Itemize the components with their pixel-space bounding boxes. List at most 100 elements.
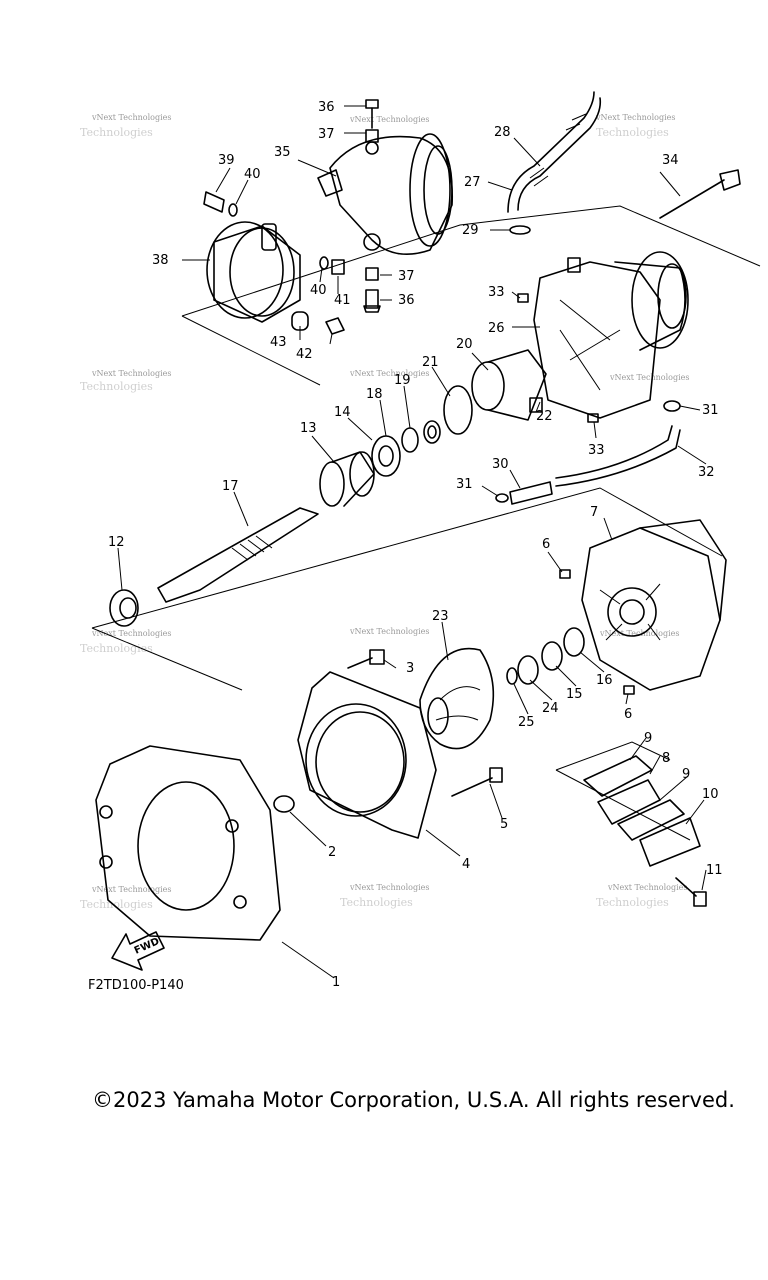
watermarks: vNext Technologies Technologies vNext Te… (80, 113, 689, 911)
callout-22: 22 (536, 409, 553, 424)
callout-17: 17 (222, 479, 239, 494)
callout-37b: 37 (398, 269, 415, 284)
callout-25: 25 (518, 715, 535, 730)
dowel-pins (517, 293, 635, 695)
gasket-group-frame (555, 741, 671, 771)
callout-40: 40 (244, 167, 261, 182)
watermark: vNext Technologies (349, 883, 429, 892)
impeller-housing-part (581, 519, 727, 691)
watermark: vNext Technologies (609, 373, 689, 382)
watermark: vNext Technologies (349, 115, 429, 124)
watermark: vNext Technologies (349, 369, 429, 378)
callout-40b: 40 (310, 283, 327, 298)
top-bolt-and-collar (363, 99, 381, 313)
callout-28: 28 (494, 125, 511, 140)
wear-rings (506, 627, 585, 685)
watermark-large: Technologies (80, 380, 153, 393)
fwd-label: FWD (133, 936, 161, 957)
impeller-part (419, 647, 495, 750)
deflector-part (317, 133, 454, 256)
callout-24: 24 (542, 701, 559, 716)
callout-31b: 31 (702, 403, 719, 418)
callout-11: 11 (706, 863, 723, 878)
intake-grate-plate-part (95, 745, 281, 941)
watermark-large: Technologies (596, 126, 669, 139)
callout-7: 7 (590, 505, 598, 520)
watermark: vNext Technologies (91, 113, 171, 122)
exploded-parts-diagram: vNext Technologies Technologies vNext Te… (80, 91, 761, 990)
callout-33b: 33 (588, 443, 605, 458)
callout-27: 27 (464, 175, 481, 190)
watermark: vNext Technologies (91, 885, 171, 894)
callout-32: 32 (698, 465, 715, 480)
callout-42: 42 (296, 347, 313, 362)
middle-group-frame-top (91, 487, 723, 629)
callout-9: 9 (644, 731, 652, 746)
callout-39: 39 (218, 153, 235, 168)
watermark: vNext Technologies (599, 629, 679, 638)
callout-21: 21 (422, 355, 439, 370)
drive-shaft-part (157, 507, 319, 603)
callout-6b: 6 (624, 707, 632, 722)
callout-18: 18 (366, 387, 383, 402)
callout-4: 4 (462, 857, 470, 872)
drawing-code: F2TD100-P140 (88, 978, 184, 993)
nozzle-ring-part (206, 221, 301, 323)
callout-12: 12 (108, 535, 125, 550)
callout-33: 33 (488, 285, 505, 300)
callout-34: 34 (662, 153, 679, 168)
callout-2: 2 (328, 845, 336, 860)
callout-13: 13 (300, 421, 317, 436)
callout-36: 36 (318, 100, 335, 115)
callout-20: 20 (456, 337, 473, 352)
copyright-notice: ©2023 Yamaha Motor Corporation, U.S.A. A… (92, 1088, 735, 1112)
upper-group-frame-left (181, 315, 321, 386)
sleeve-part (319, 451, 375, 507)
callout-1: 1 (332, 975, 340, 990)
cap-part (443, 349, 547, 435)
callout-8: 8 (662, 751, 670, 766)
forward-direction-arrow: FWD (111, 931, 165, 971)
callout-5: 5 (500, 817, 508, 832)
long-bolt-part (659, 169, 741, 219)
middle-group-frame (91, 627, 243, 691)
callout-31: 31 (456, 477, 473, 492)
callout-37: 37 (318, 127, 335, 142)
watermark-large: Technologies (340, 896, 413, 909)
upper-group-frame (181, 205, 761, 317)
callout-19: 19 (394, 373, 411, 388)
bilge-hose-part (495, 400, 681, 505)
callout-16: 16 (596, 673, 613, 688)
watermark: vNext Technologies (349, 627, 429, 636)
spacer-part (273, 795, 295, 813)
callout-3: 3 (406, 661, 414, 676)
callout-15: 15 (566, 687, 583, 702)
callout-41: 41 (334, 293, 351, 308)
pump-housing-part (533, 251, 689, 419)
callout-labels: 1 2 3 4 5 6 6 7 8 9 9 10 11 12 13 14 15 … (108, 100, 723, 990)
callout-9b: 9 (682, 767, 690, 782)
hose-part (507, 91, 602, 235)
watermark-large: Technologies (80, 126, 153, 139)
callout-14: 14 (334, 405, 351, 420)
callout-38: 38 (152, 253, 169, 268)
seal-part (109, 589, 139, 627)
callout-36b: 36 (398, 293, 415, 308)
watermark: vNext Technologies (91, 369, 171, 378)
callout-26: 26 (488, 321, 505, 336)
bearing-stack (371, 420, 441, 477)
watermark: vNext Technologies (607, 883, 687, 892)
watermark: vNext Technologies (595, 113, 675, 122)
callout-29: 29 (462, 223, 479, 238)
callout-6: 6 (542, 537, 550, 552)
leader-lines (117, 105, 707, 979)
callout-30: 30 (492, 457, 509, 472)
callout-10: 10 (702, 787, 719, 802)
callout-23: 23 (432, 609, 449, 624)
duct-bolts (347, 649, 503, 797)
watermark-large: Technologies (80, 898, 153, 911)
watermark: vNext Technologies (91, 629, 171, 638)
watermark-large: Technologies (596, 896, 669, 909)
callout-43: 43 (270, 335, 287, 350)
callout-35: 35 (274, 145, 291, 160)
